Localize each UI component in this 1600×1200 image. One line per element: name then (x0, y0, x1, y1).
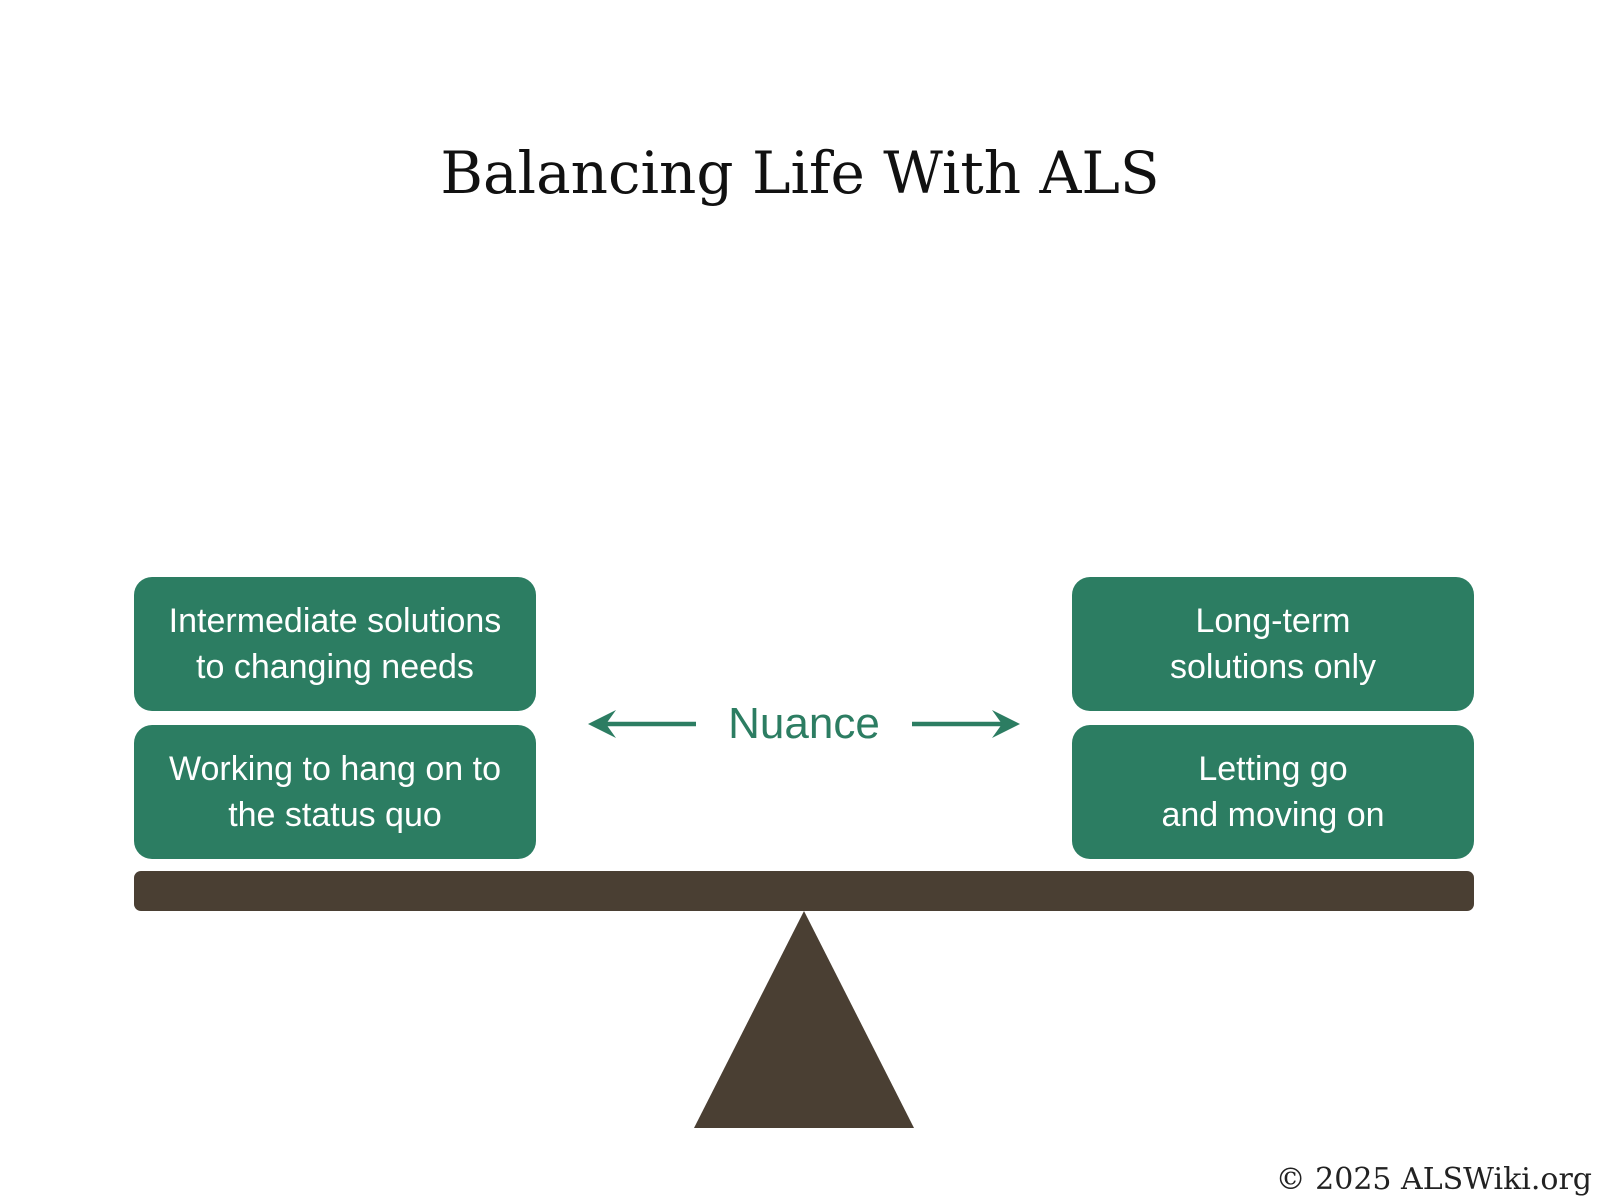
nuance-label: Nuance (728, 699, 880, 748)
left-bottom-box: Working to hang on to the status quo (134, 725, 536, 859)
arrow-left-head (588, 710, 616, 738)
left-top-box: Intermediate solutions to changing needs (134, 577, 536, 711)
seesaw-beam (134, 871, 1474, 911)
right-bottom-box: Letting go and moving on (1072, 725, 1474, 859)
diagram-title: Balancing Life With ALS (440, 139, 1160, 207)
copyright-notice: © 2025 ALSWiki.org (1275, 1162, 1592, 1197)
arrow-left-icon (588, 710, 696, 738)
fulcrum-triangle-icon (694, 911, 914, 1128)
arrow-right-head (992, 710, 1020, 738)
arrow-right-icon (912, 710, 1020, 738)
right-top-box: Long-term solutions only (1072, 577, 1474, 711)
fulcrum-shape (694, 911, 914, 1128)
